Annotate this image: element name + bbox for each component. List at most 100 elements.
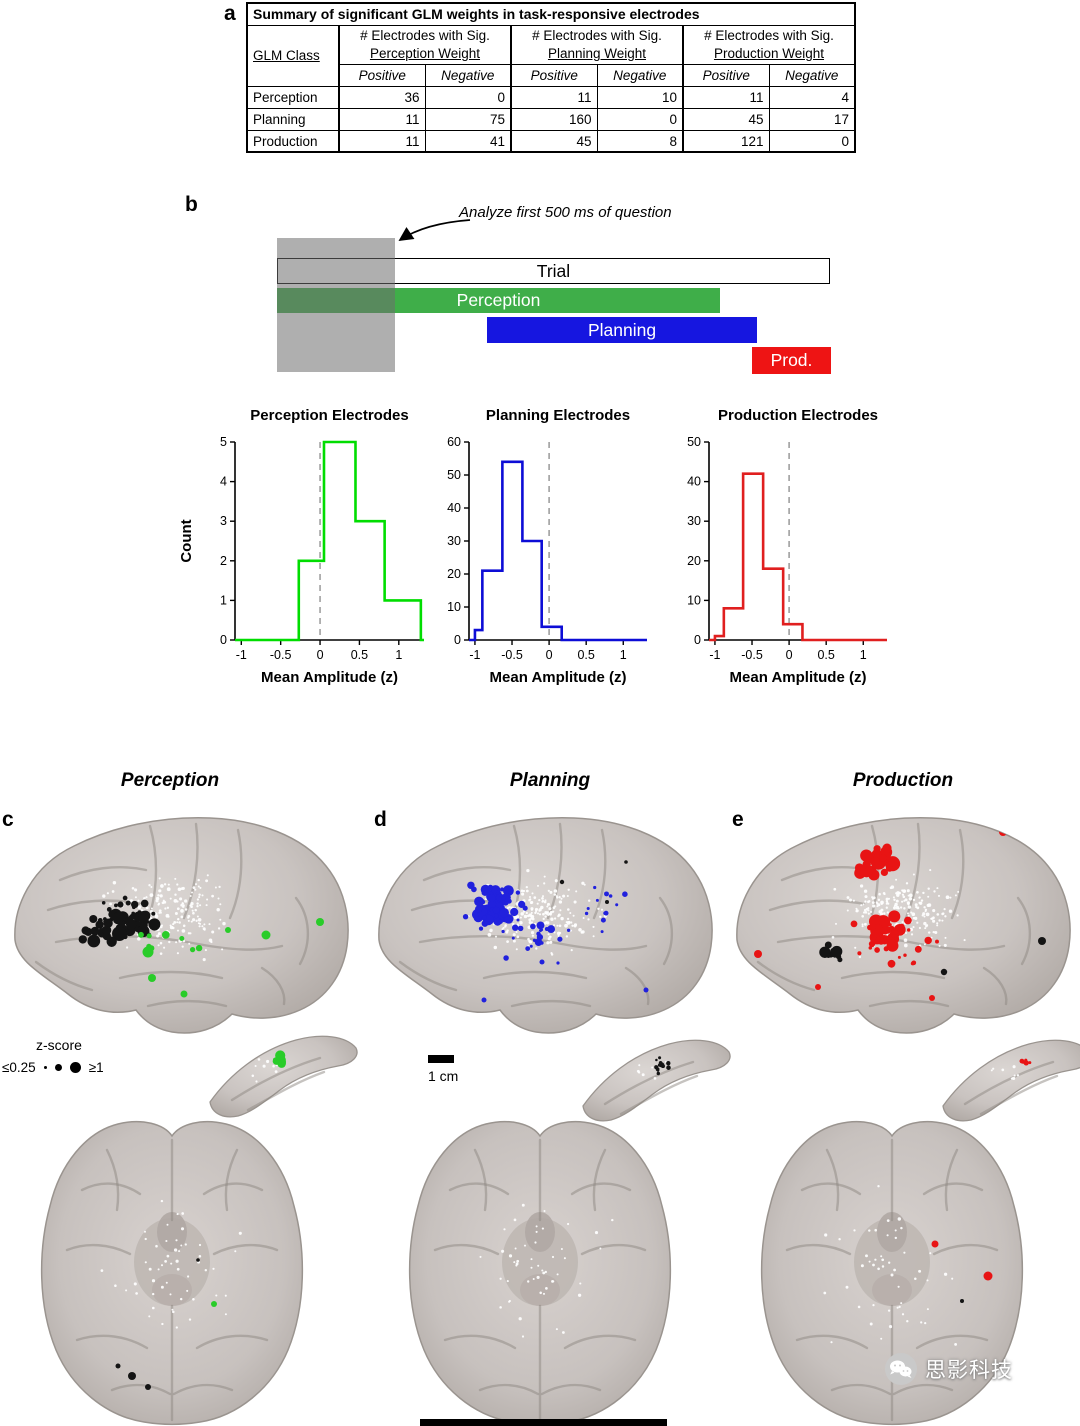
electrode-dot	[516, 935, 520, 939]
electrode-dot	[885, 906, 888, 909]
electrode-dot	[198, 893, 201, 896]
electrode-dot	[893, 904, 896, 907]
electrode-dot	[889, 886, 893, 890]
electrode-dot	[529, 898, 532, 901]
electrode-dot	[600, 917, 606, 923]
electrode-dot	[879, 854, 887, 862]
electrode-dot	[515, 1262, 519, 1266]
brain-title-production: Production	[852, 770, 954, 791]
electrode-dot	[197, 917, 202, 922]
x-tick-label: -1	[236, 648, 247, 662]
electrode-dot	[888, 1261, 891, 1264]
electrode-dot	[254, 1064, 257, 1068]
electrode-dot	[196, 915, 199, 918]
electrode-dot	[156, 934, 160, 938]
chart-title: Planning Electrodes	[486, 407, 630, 424]
electrode-dot	[868, 1260, 871, 1263]
electrode-dot	[532, 938, 537, 943]
electrode-dot	[1013, 1074, 1016, 1077]
y-tick-label: 30	[687, 514, 701, 528]
electrode-dot	[180, 1244, 183, 1247]
electrode-dot	[605, 900, 609, 904]
electrode-dot	[498, 919, 503, 924]
electrode-dot	[163, 883, 167, 886]
electrode-dot	[543, 882, 546, 885]
electrode-dot	[190, 891, 194, 894]
electrode-dot	[530, 917, 533, 920]
electrode-dot	[553, 893, 557, 896]
electrode-dot	[101, 901, 106, 905]
electrode-dot	[651, 1066, 654, 1069]
electrode-dot	[855, 910, 858, 913]
electrode-dot	[519, 916, 522, 919]
electrode-dot	[875, 901, 878, 904]
electrode-dot	[831, 945, 843, 957]
electrode-dot	[487, 899, 497, 909]
electrode-dot	[518, 900, 526, 909]
electrode-dot	[176, 952, 179, 955]
electrode-dot	[172, 923, 175, 926]
group-header-planning: # Electrodes with Sig.Planning Weight	[510, 24, 684, 65]
electrode-dot	[103, 917, 107, 921]
electrode-dot	[150, 885, 153, 889]
electrode-dot	[931, 1240, 939, 1248]
electrode-dot	[880, 935, 885, 939]
x-tick-label: -1	[709, 648, 720, 662]
electrode-dot	[503, 1228, 506, 1231]
electrode-dot	[131, 911, 136, 916]
electrode-dot	[161, 1322, 164, 1326]
electrode-dot	[462, 914, 469, 920]
electrode-dot	[173, 1248, 178, 1252]
electrode-dot	[637, 1071, 641, 1074]
electrode-dot	[536, 1275, 540, 1279]
electrode-dot	[914, 916, 918, 920]
electrode-dot	[831, 935, 835, 939]
subheader-negative: Negative	[768, 63, 856, 87]
electrode-dot	[158, 911, 161, 914]
electrode-dot	[551, 1279, 554, 1283]
electrode-dot	[910, 911, 913, 914]
electrode-dot	[530, 1258, 533, 1261]
electrode-dot	[956, 914, 959, 917]
electrode-dot	[176, 929, 180, 932]
electrode-dot	[175, 1259, 179, 1263]
electrode-dot	[927, 895, 930, 898]
electrode-dot	[111, 890, 115, 893]
electrode-dot	[581, 881, 585, 885]
y-axis-label: Count	[178, 519, 195, 562]
electrode-dot	[211, 894, 214, 898]
electrode-dot	[899, 923, 905, 930]
electrode-dot	[474, 905, 483, 913]
legend-dot-medium	[54, 1064, 62, 1071]
electrode-dot	[536, 912, 540, 915]
electrode-dot	[870, 923, 877, 930]
electrode-dot	[892, 896, 895, 899]
electrode-dot	[238, 1231, 242, 1235]
electrode-dot	[188, 1318, 192, 1321]
electrode-dot	[901, 893, 905, 896]
electrode-dot	[582, 917, 585, 919]
electrode-dot	[155, 1244, 158, 1248]
electrode-dot	[918, 896, 921, 899]
electrode-dot	[604, 891, 609, 897]
electrode-dot	[547, 925, 556, 934]
electrode-dot	[261, 930, 271, 940]
electrode-dot	[530, 907, 534, 911]
electrode-dot	[641, 1073, 645, 1077]
brain-lateral-perception	[14, 817, 349, 1034]
electrode-dot	[189, 895, 192, 897]
electrode-dot	[897, 1285, 900, 1288]
y-tick-label: 50	[687, 435, 701, 449]
table-row: Perception 36 0 11 10 11 4	[246, 85, 856, 109]
y-tick-label: 0	[694, 633, 701, 647]
electrode-dot	[869, 910, 873, 913]
electrode-dot	[949, 896, 952, 899]
electrode-dot	[1016, 1074, 1020, 1077]
electrode-dot	[846, 909, 849, 912]
annotation-arrow	[398, 219, 471, 241]
electrode-dot	[190, 905, 193, 908]
electrode-dot	[584, 911, 589, 916]
electrode-dot	[187, 916, 190, 919]
electrode-dot	[545, 920, 548, 923]
electrode-dot	[983, 1271, 993, 1281]
